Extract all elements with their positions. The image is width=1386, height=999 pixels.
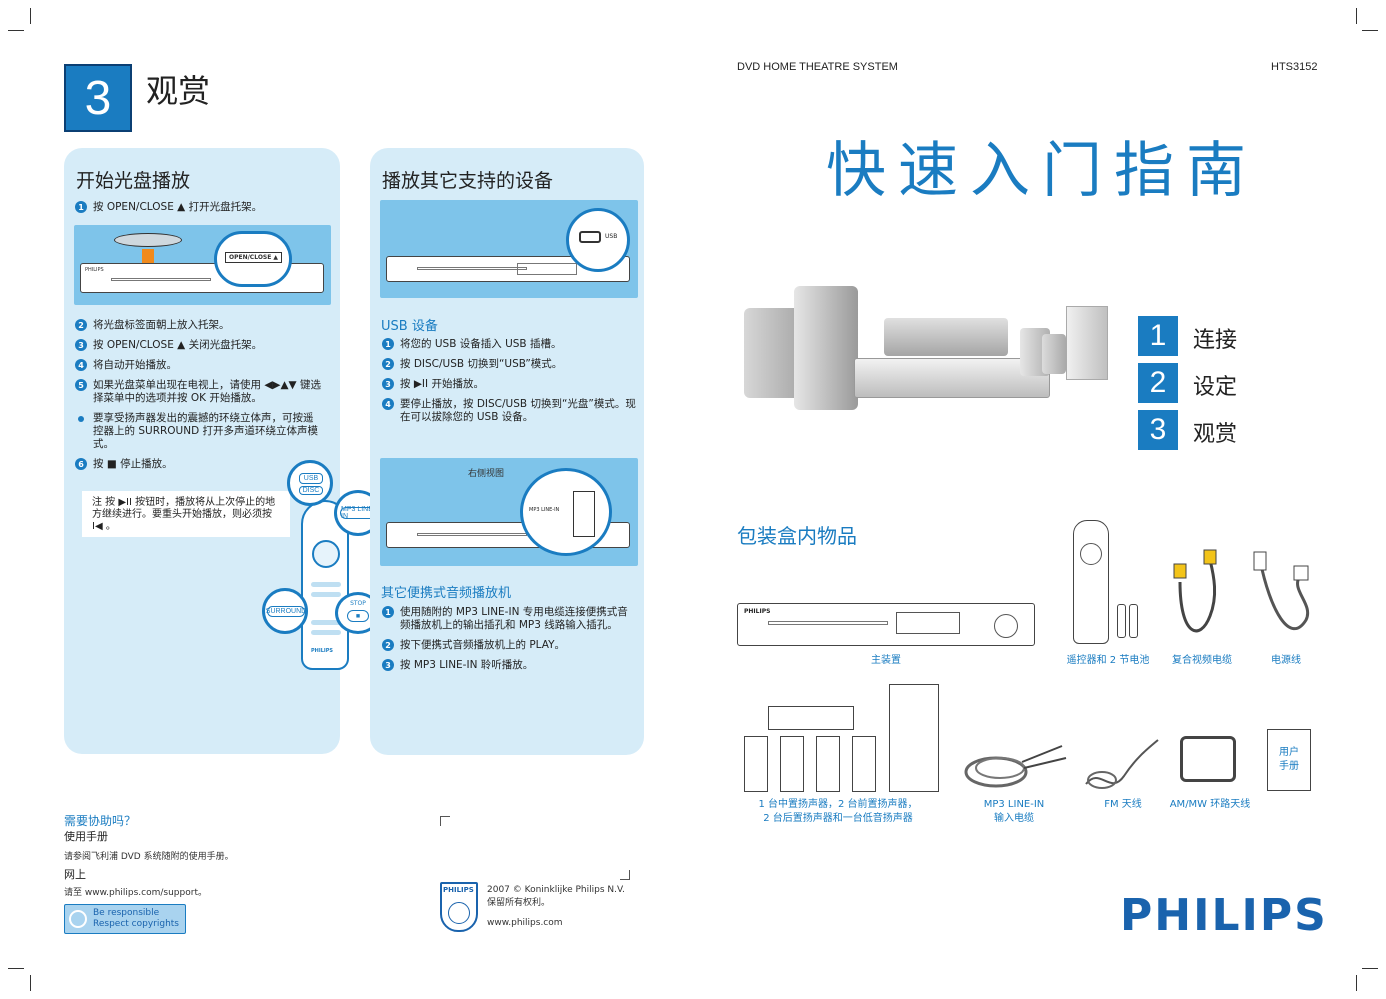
help-title: 需要协助吗？: [64, 814, 137, 828]
arrow-down-icon: [142, 249, 154, 265]
am-antenna-caption: AM/MW 环路天线: [1169, 799, 1251, 810]
portable-heading: 其它便携式音频播放机: [381, 586, 512, 601]
center-speaker-icon: [768, 706, 854, 730]
toc-number-2: 2: [1138, 363, 1178, 403]
battery-icon: [1129, 604, 1138, 638]
power-cord-caption: 电源线: [1271, 655, 1301, 666]
subwoofer-icon: [889, 684, 939, 792]
crop-mark: [8, 30, 24, 31]
product-type: DVD HOME THEATRE SYSTEM: [737, 61, 898, 73]
other-devices-title: 播放其它支持的设备: [382, 170, 554, 192]
toc-label-setup: 设定: [1193, 375, 1238, 400]
speakers-caption: 1 台中置扬声器，2 台前置扬声器， 2 台后置扬声器和一台低音扬声器: [758, 799, 918, 824]
usb-port-icon: [579, 231, 601, 243]
remote-drawing: [1073, 520, 1109, 644]
home-theatre-product-photo: [736, 278, 1116, 478]
surround-callout: SURROUND: [262, 588, 308, 634]
playback-note: 注 按 ▶II 按钮时，播放将从上次停止的地方继续进行。要重头开始播放，则必须按…: [82, 491, 290, 537]
mp3-cable-caption: MP3 LINE-IN 输入电缆: [983, 799, 1045, 824]
section-number: 3: [64, 64, 132, 132]
crop-mark: [8, 968, 24, 969]
crop-mark: [1356, 8, 1357, 24]
disc-play-title: 开始光盘播放: [76, 170, 191, 192]
speaker-icon: [852, 736, 876, 792]
right-view-label: 右侧视图: [468, 469, 505, 479]
crop-mark: [1362, 968, 1378, 969]
fm-antenna-drawing: [1085, 739, 1159, 789]
disc-icon: [114, 233, 182, 247]
crop-mark: [30, 8, 31, 24]
online-title: 网上: [64, 868, 86, 881]
battery-icon: [1117, 604, 1126, 638]
side-view-callout: MP3 LINE-IN: [520, 468, 612, 556]
philips-url[interactable]: www.philips.com: [487, 918, 563, 928]
fm-antenna-caption: FM 天线: [1104, 799, 1142, 810]
model-number: HTS3152: [1271, 61, 1318, 73]
tip-item: 要享受扬声器发出的震撼的环绕立体声，可按遥控器上的 SURROUND 打开多声道…: [75, 412, 320, 451]
disc-tray-illustration: PHILIPS OPEN/CLOSE ▲: [74, 225, 331, 305]
crop-mark: [30, 975, 31, 991]
usb-disc-callout: USB DISC: [287, 460, 333, 506]
main-unit-drawing: PHILIPS: [737, 603, 1035, 646]
stop-icon: ■: [347, 610, 369, 622]
usb-callout: USB: [566, 208, 630, 272]
mp3-cable-drawing: [964, 745, 1067, 788]
section-title: 观赏: [146, 72, 211, 110]
corner-mark: [440, 816, 450, 826]
open-close-callout: OPEN/CLOSE ▲: [214, 231, 292, 287]
manual-text: 请参阅飞利浦 DVD 系统随附的使用手册。: [64, 852, 234, 862]
am-antenna-icon: [1180, 736, 1236, 782]
video-cable-caption: 复合视频电缆: [1172, 655, 1232, 666]
mp3-line-in-illustration: 右侧视图 MP3 LINE-IN: [380, 458, 638, 566]
nav-pad-icon: [312, 540, 340, 568]
crop-mark: [1362, 30, 1378, 31]
speaker-icon: [744, 736, 768, 792]
box-contents-heading: 包装盒内物品: [737, 524, 857, 548]
toc-label-enjoy: 观赏: [1193, 422, 1238, 447]
quick-start-title: 快速入门指南: [826, 136, 1258, 206]
power-cord-drawing: [1253, 551, 1310, 631]
philips-logo: PHILIPS: [1120, 890, 1328, 941]
copyright-text: 2007 © Koninklijke Philips N.V. 保留所有权利。: [487, 885, 625, 908]
remote-caption: 遥控器和 2 节电池: [1066, 655, 1150, 666]
user-manual-icon: 用户 手册: [1267, 729, 1311, 791]
speaker-icon: [780, 736, 804, 792]
main-unit-caption: 主装置: [871, 655, 901, 666]
usb-port-illustration: USB: [380, 200, 638, 298]
usb-heading: USB 设备: [381, 319, 438, 334]
video-cable-drawing: [1173, 549, 1217, 633]
online-support-link[interactable]: 请至 www.philips.com/support。: [64, 888, 207, 898]
toc-label-connect: 连接: [1193, 328, 1238, 353]
copyright-badge: Be responsible Respect copyrights: [64, 904, 186, 934]
toc-number-1: 1: [1138, 316, 1178, 356]
crop-mark: [1356, 975, 1357, 991]
copyright-icon: [69, 910, 87, 928]
corner-mark: [620, 870, 630, 880]
toc-number-3: 3: [1138, 410, 1178, 450]
manual-title: 使用手册: [64, 830, 108, 843]
speaker-icon: [816, 736, 840, 792]
philips-shield-logo: PHILIPS: [440, 882, 478, 932]
